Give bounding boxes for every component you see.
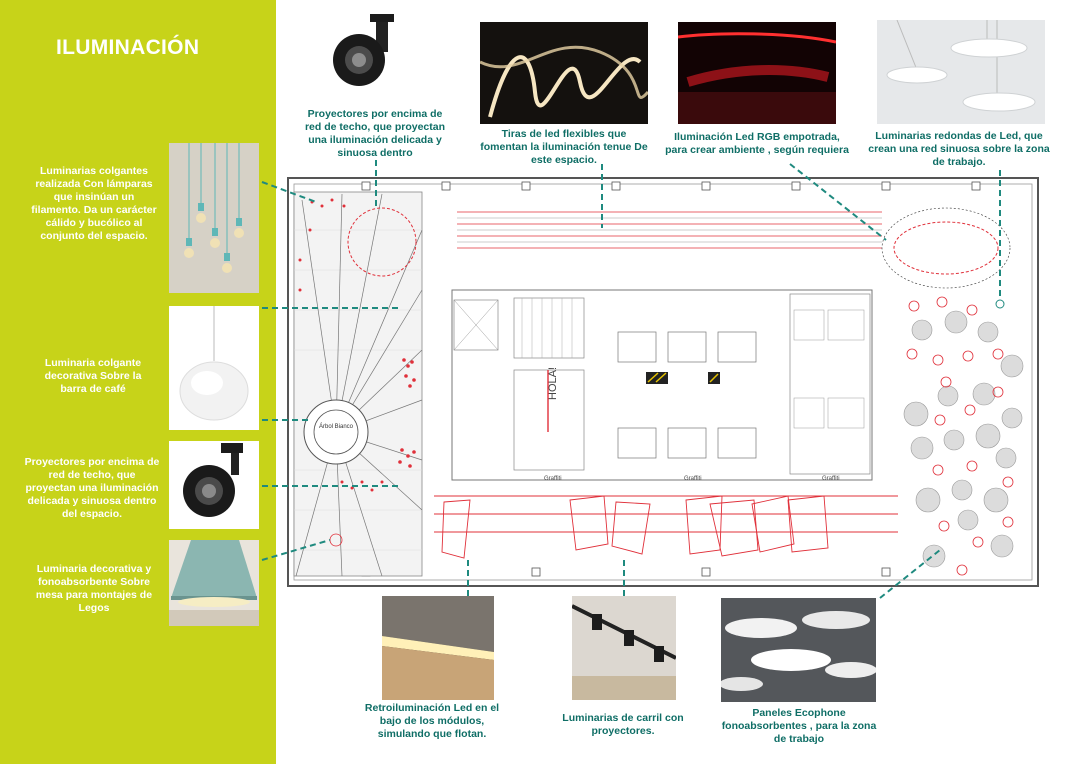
globe-pendant-photo [169,306,259,430]
callout-round: Luminarias redondas de Led, que crean un… [868,130,1050,168]
tree-label: Árbol Bianco [319,423,354,430]
graffiti-label-2: Graffiti [684,476,702,482]
pendant-filament-photo [169,143,259,293]
callout-ecophone: Paneles Ecophone fonoabsorbentes , para … [721,707,877,745]
acoustic-pendant-photo [169,540,259,626]
callout-rgb: Iluminación Led RGB empotrada, para crea… [665,131,849,156]
tree-circle [303,399,369,465]
callout-rail: Luminarias de carril con proyectores. [562,712,684,737]
side-label-globe: Luminaria colgante decorativa Sobre la b… [44,357,142,395]
graffiti-label-3: Graffiti [822,476,840,482]
page-title: ILUMINACIÓN [56,36,200,59]
round-led-photo [877,20,1045,124]
fixture-ring-left [347,207,417,277]
central-core [451,289,873,481]
rgb-led-photo [678,22,836,124]
left-zone [293,191,423,577]
rail-spot-photo [572,596,676,700]
round-led-fixtures [906,296,1014,576]
hola-label: HOLA! [547,367,559,400]
side-label-pendants: Luminarias colgantes realizada Con lámpa… [31,165,157,242]
callout-backlight: Retroiluminación Led en el bajo de los m… [364,702,500,740]
ecophone-photo [721,598,876,702]
led-strip-photo [480,22,648,124]
callout-led-strips: Tiras de led flexibles que fomentan la i… [480,128,648,166]
projector-photo-side [169,441,259,529]
ecophone-panels [903,310,1024,568]
callout-projectors: Proyectores por encima de red de techo, … [304,108,446,159]
fixture-ring-right [893,221,999,275]
side-label-acoustic: Luminaria decorativa y fonoabsorbente So… [35,563,153,614]
projector-photo-top [326,14,400,94]
backlight-photo [382,596,494,700]
side-label-projectors: Proyectores por encima de red de techo, … [24,456,160,520]
floor-plan: Árbol Bianco HOLA! [287,177,1039,587]
graffiti-label-1: Graffiti [544,476,562,482]
